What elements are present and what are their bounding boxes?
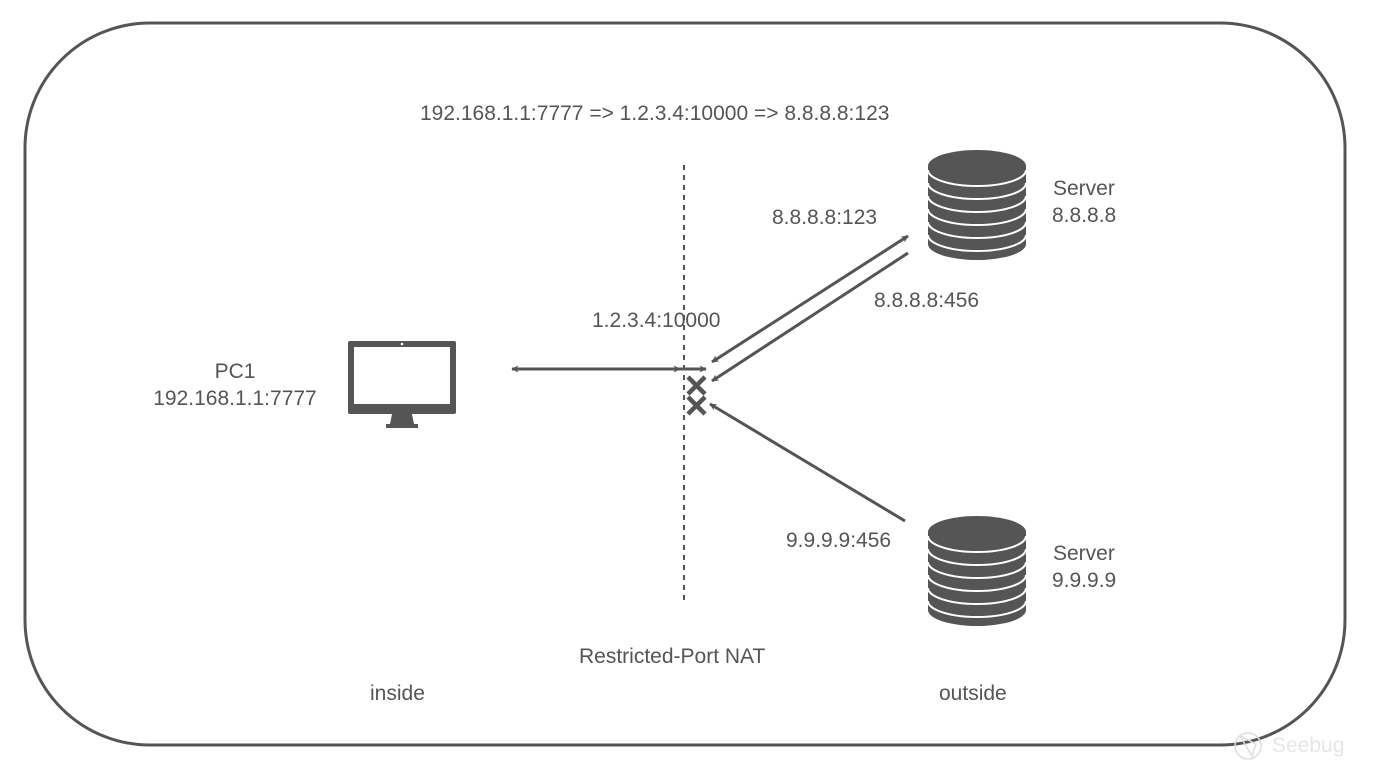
nat-type-label: Restricted-Port NAT <box>579 645 766 668</box>
database-server-icon-1 <box>927 150 1027 260</box>
blocked-x-icon-2 <box>686 395 707 416</box>
pc-address-label: 192.168.1.1:7777 <box>153 387 317 410</box>
edge-label-server1-out: 8.8.8.8:123 <box>772 206 878 229</box>
server1-name-label: Server <box>1053 177 1115 200</box>
server2-address-label: 9.9.9.9 <box>1052 569 1117 592</box>
edge-server2-to-nat <box>709 402 906 523</box>
server1-address-label: 8.8.8.8 <box>1052 204 1117 227</box>
database-ring <box>927 195 1027 213</box>
server2-name-label: Server <box>1053 542 1115 565</box>
zone-outside-label: outside <box>939 682 1007 705</box>
database-ring <box>927 587 1027 605</box>
database-ring <box>927 535 1027 553</box>
pc-name-label: PC1 <box>214 360 256 383</box>
database-ring <box>927 574 1027 592</box>
edge-label-server2-in: 9.9.9.9:456 <box>786 529 892 552</box>
database-ring <box>927 221 1027 239</box>
seebug-logo-icon <box>1234 732 1262 760</box>
blocked-x-icon-1 <box>686 375 707 396</box>
diagram-frame <box>23 21 1347 747</box>
database-top <box>928 150 1026 182</box>
database-ring <box>927 169 1027 187</box>
nat-mapping-label: 1.2.3.4:10000 <box>592 309 721 332</box>
flow-title: 192.168.1.1:7777 => 1.2.3.4:10000 => 8.8… <box>420 102 890 125</box>
edge-nat-to-server1 <box>711 234 909 364</box>
database-ring <box>927 561 1027 579</box>
database-ring <box>927 182 1027 200</box>
database-ring <box>927 208 1027 226</box>
database-server-icon-2 <box>927 516 1027 626</box>
edge-server1-to-nat <box>711 251 909 383</box>
edge-label-server1-in: 8.8.8.8:456 <box>874 289 980 312</box>
zone-inside-label: inside <box>370 682 425 705</box>
database-ring <box>927 548 1027 566</box>
database-top <box>928 516 1026 548</box>
seebug-watermark: Seebug <box>1272 734 1345 757</box>
database-ring <box>927 600 1027 618</box>
database-ring <box>927 234 1027 252</box>
desktop-monitor-icon <box>348 341 456 428</box>
